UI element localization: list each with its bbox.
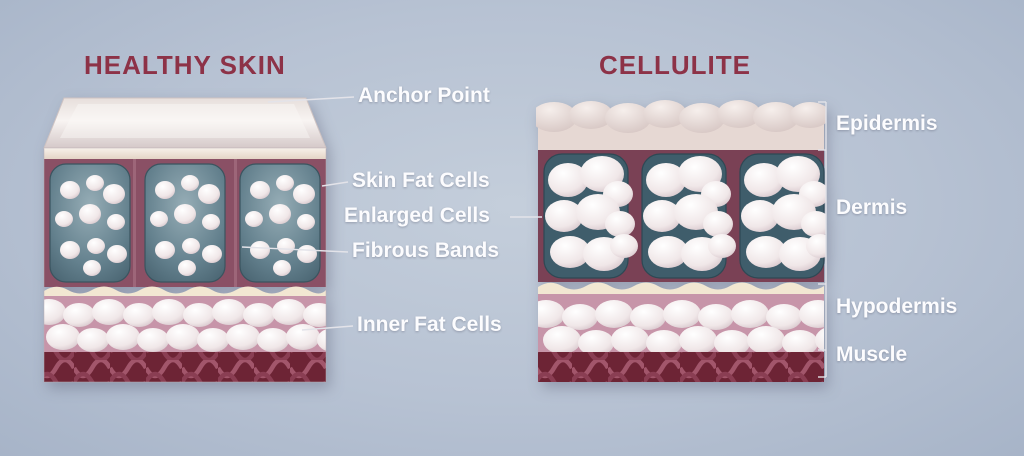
label-hypodermis: Hypodermis [836,295,958,318]
label-inner-fat-cells: Inner Fat Cells [357,313,502,336]
label-enlarged-cells: Enlarged Cells [344,204,490,227]
healthy-skin-title: HEALTHY SKIN [84,50,286,80]
label-muscle: Muscle [836,343,908,366]
hypodermis-layer-cellulite [538,294,824,352]
epidermis-layer-healthy [43,97,327,159]
label-skin-fat-cells: Skin Fat Cells [352,169,490,192]
label-anchor-point: Anchor Point [358,84,490,107]
hypodermis-layer-healthy [44,296,326,352]
dermis-layer-healthy [44,159,326,287]
label-fibrous-bands: Fibrous Bands [352,239,500,262]
healthy-skin-illustration [43,97,327,383]
cellulite-illustration [536,100,826,382]
label-epidermis: Epidermis [836,112,938,135]
epidermis-layer-cellulite [536,100,826,150]
muscle-layer-cellulite [538,352,824,382]
dermis-layer-cellulite [538,150,826,282]
separator-band-cellulite [538,282,824,294]
muscle-layer-healthy [44,352,326,382]
separator-band-healthy [44,286,326,298]
cellulite-title: CELLULITE [599,50,751,80]
label-dermis: Dermis [836,196,908,219]
